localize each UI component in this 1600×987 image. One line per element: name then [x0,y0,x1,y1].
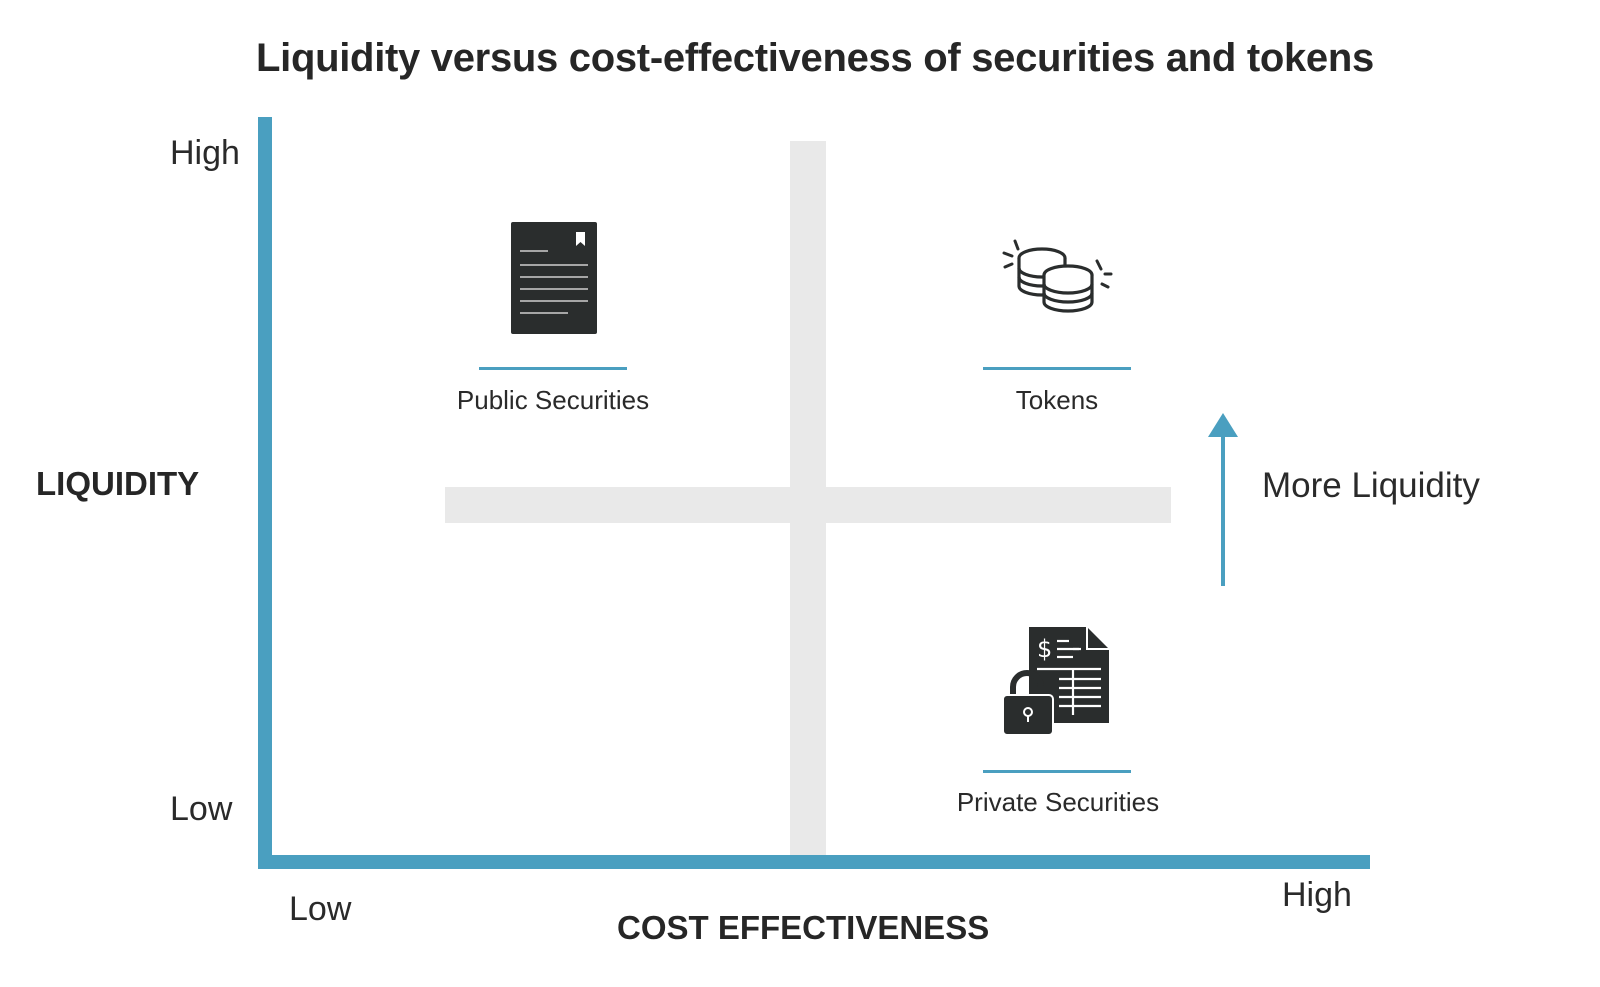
horizontal-quadrant-divider [445,487,1171,523]
y-axis-line [258,117,272,869]
locked-document-icon: $ [1001,625,1113,737]
quadrant-label-private-securities: Private Securities [956,787,1160,817]
x-axis-line [258,855,1370,869]
y-axis-low-label: Low [170,790,233,828]
y-axis-title: LIQUIDITY [36,465,200,502]
quadrant-label-tokens: Tokens [1015,385,1099,415]
more-liquidity-label: More Liquidity [1262,466,1480,505]
diagram-title: Liquidity versus cost-effectiveness of s… [256,36,1374,80]
document-icon [510,221,598,335]
y-axis-high-label: High [170,134,240,172]
svg-text:$: $ [1037,635,1052,663]
x-axis-title: COST EFFECTIVENESS [617,909,990,946]
public-securities-underline [479,367,627,370]
x-axis-low-label: Low [289,890,352,928]
coins-icon [1002,238,1114,318]
x-axis-high-label: High [1282,876,1352,914]
arrow-up-icon [1205,412,1241,588]
quadrant-label-public-securities: Public Securities [456,385,650,415]
tokens-underline [983,367,1131,370]
private-securities-underline [983,770,1131,773]
